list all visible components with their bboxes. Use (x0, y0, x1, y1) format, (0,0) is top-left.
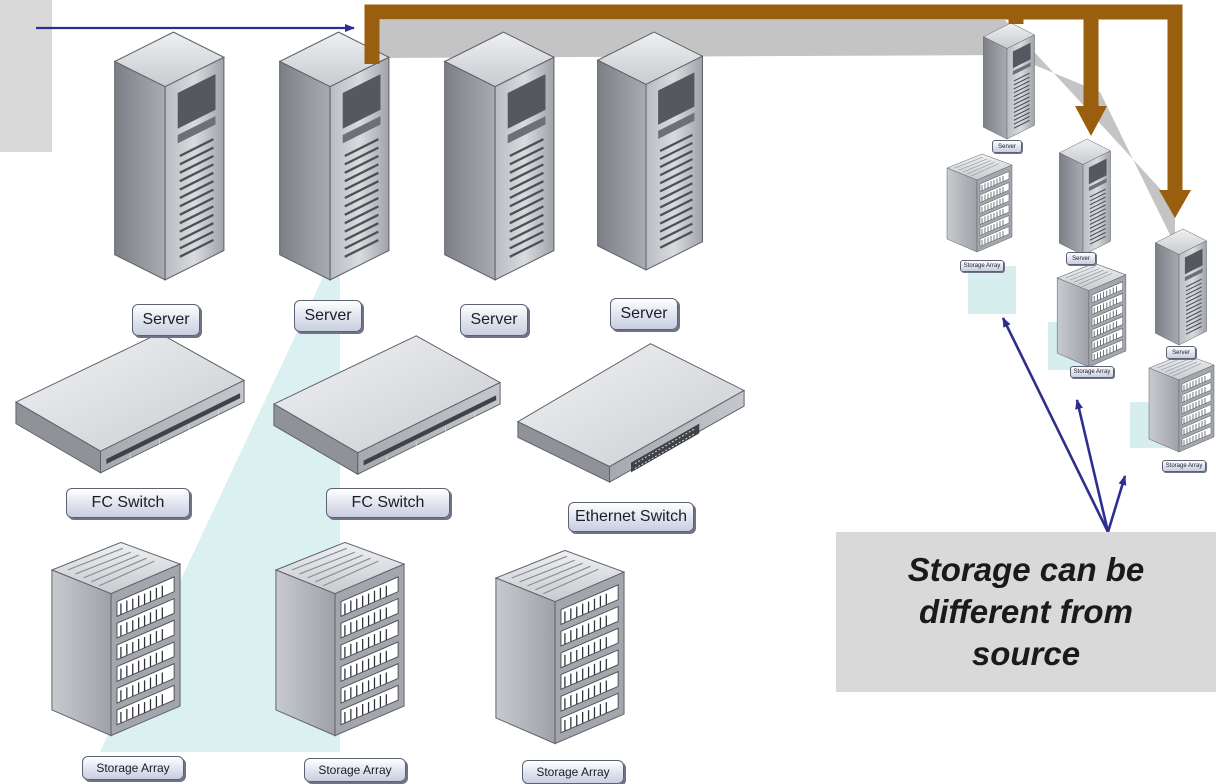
migration-gray-band (370, 20, 1175, 245)
storage-callout-text: Storage can be different from source (907, 551, 1145, 672)
mini-server-1 (982, 22, 1036, 140)
mini-storage-label-1: Storage Array (960, 260, 1004, 272)
server-label-2: Server (294, 300, 362, 332)
ethernet-switch-label: Ethernet Switch (568, 502, 694, 532)
storage-array-label-1: Storage Array (82, 756, 184, 780)
mini-server-3 (1154, 228, 1208, 346)
upper-left-gray-box (0, 0, 52, 152)
mini-server-label-3: Server (1166, 346, 1196, 359)
fc-switch-label-1: FC Switch (66, 488, 190, 518)
migration-arrowhead-1 (1075, 106, 1107, 136)
storage-callout: Storage can be different from source (836, 532, 1216, 692)
ethernet-switch (517, 343, 745, 483)
server-tower-3 (443, 30, 556, 282)
mini-storage-array-1 (946, 153, 1013, 253)
mini-server-label-1: Server (992, 140, 1022, 153)
migration-arrowhead-2 (1159, 190, 1191, 218)
server-label-4: Server (610, 298, 678, 330)
mini-storage-array-3 (1148, 353, 1215, 453)
mini-storage-array-2 (1056, 262, 1127, 368)
fc-switch-1 (15, 332, 245, 474)
mini-server-label-2: Server (1066, 252, 1096, 265)
server-tower-1 (113, 30, 226, 282)
server-tower-2 (278, 30, 391, 282)
callout-arrows (1001, 317, 1127, 533)
server-tower-4 (596, 30, 704, 272)
storage-array-label-2: Storage Array (304, 758, 406, 782)
fc-switch-label-2: FC Switch (326, 488, 450, 518)
migration-arrow (364, 4, 1183, 195)
storage-array-2 (275, 541, 405, 737)
mini-storage-label-3: Storage Array (1162, 460, 1206, 472)
mini-server-2 (1058, 138, 1112, 256)
storage-array-1 (51, 541, 181, 737)
server-label-1: Server (132, 304, 200, 336)
mini-storage-label-2: Storage Array (1070, 366, 1114, 378)
server-label-3: Server (460, 304, 528, 336)
storage-array-3 (495, 549, 625, 745)
storage-array-label-3: Storage Array (522, 760, 624, 784)
mini-zone-1 (968, 266, 1016, 314)
